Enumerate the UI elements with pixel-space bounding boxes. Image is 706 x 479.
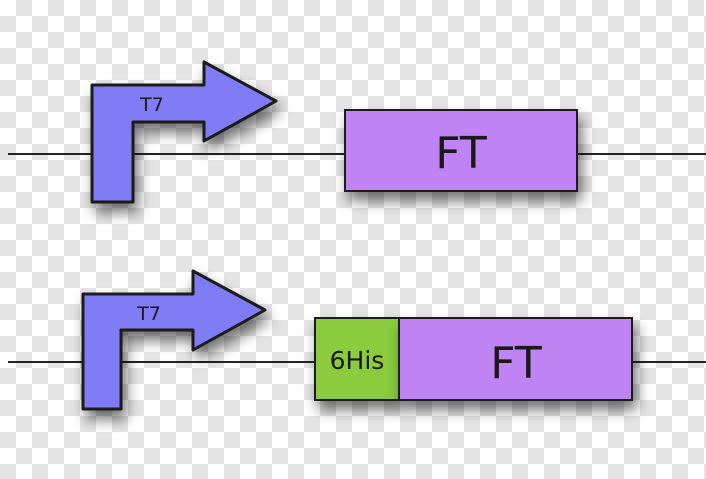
tag-label: 6His xyxy=(330,346,385,375)
tag-box-6his xyxy=(314,317,400,401)
construct-2: T7 6His FT xyxy=(8,269,706,411)
gene-label: FT xyxy=(435,128,487,179)
gene-box-ft xyxy=(398,317,633,401)
gene-box-ft xyxy=(344,109,578,192)
gene-label: FT xyxy=(490,338,542,389)
promoter-label: T7 xyxy=(139,94,164,116)
construct-1: T7 FT xyxy=(8,60,706,204)
t7-promoter-arrow-icon xyxy=(81,269,267,411)
t7-promoter-arrow-icon xyxy=(90,60,278,204)
promoter-label: T7 xyxy=(136,303,161,325)
